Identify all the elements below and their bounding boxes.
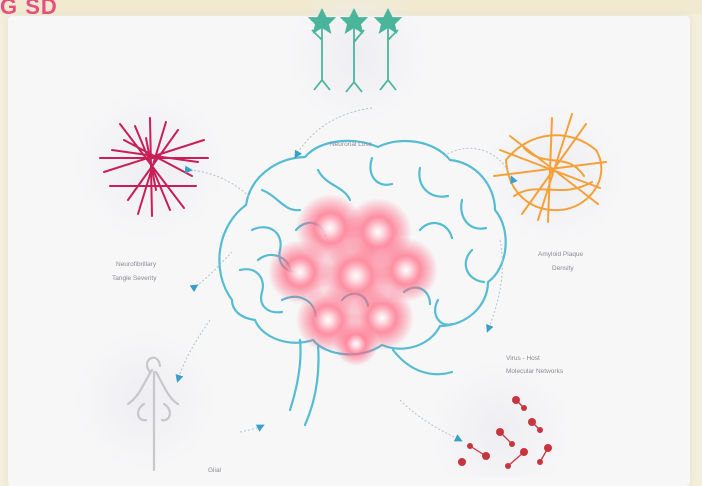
label-bottom: Glial (208, 467, 222, 474)
label-virus-line2: Molecular Networks (506, 368, 564, 375)
label-neuronal-loss: Neuronal Loss (330, 141, 373, 148)
label-amyloid-line1: Amyloid Plaque (538, 251, 584, 258)
label-amyloid-line2: Density (552, 265, 574, 272)
label-tangle-line2: Tangle Severity (112, 275, 157, 282)
glial-halo (75, 330, 215, 470)
hotspot-cluster (268, 194, 438, 366)
virus-halo (430, 360, 570, 477)
label-virus-line1: Virus - Host (506, 355, 540, 362)
label-tangle-line1: Neurofibrillary (116, 261, 157, 268)
